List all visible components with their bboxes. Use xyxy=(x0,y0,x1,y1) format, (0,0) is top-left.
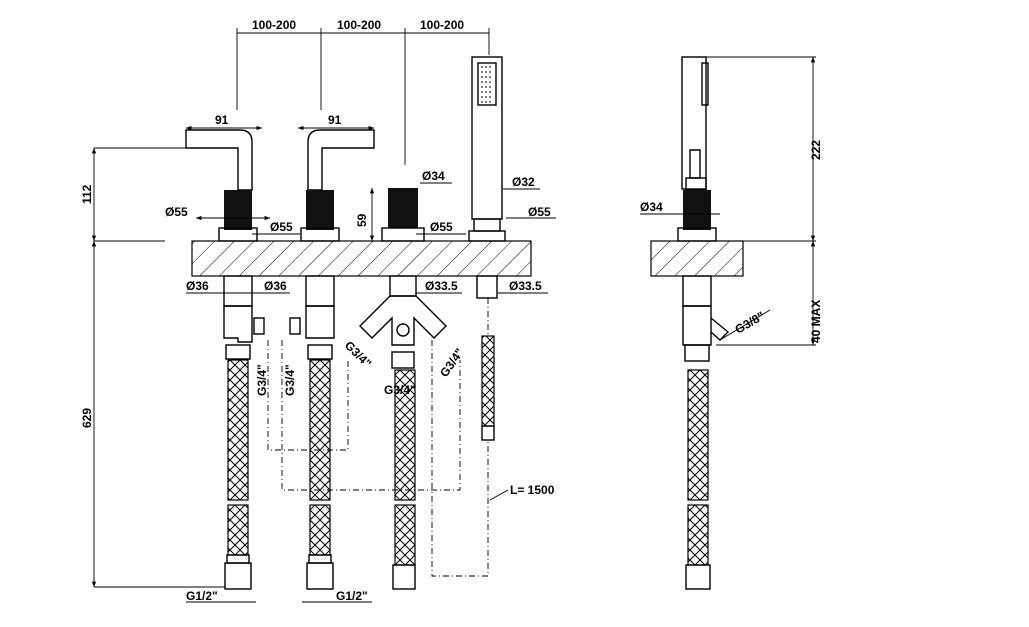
dia-55-left: Ø55 xyxy=(165,205,188,219)
thread-g34-right: G3/4" xyxy=(283,364,297,396)
dia-33-5-shower: Ø33.5 xyxy=(509,279,542,293)
dia-36-right: Ø36 xyxy=(264,279,287,293)
thread-g38: G3/8" xyxy=(733,309,767,337)
dia-34-diverter: Ø34 xyxy=(422,169,445,183)
side-max: 40 MAX xyxy=(809,300,823,343)
total-height: 629 xyxy=(80,408,94,428)
side-dia-34: Ø34 xyxy=(640,200,663,214)
dia-55-middle: Ø55 xyxy=(270,220,293,234)
handle-width-right: 91 xyxy=(328,113,342,127)
right-valve xyxy=(289,129,375,590)
front-view: 100-200 100-200 100-200 91 91 xyxy=(80,18,556,603)
side-view: 222 Ø34 40 MAX G3/8" xyxy=(640,56,823,590)
thread-g12-right: G1/2" xyxy=(336,589,368,603)
dia-33-5-diverter: Ø33.5 xyxy=(425,279,458,293)
height-above-deck: 112 xyxy=(80,184,94,204)
dia-32-shower: Ø32 xyxy=(512,175,535,189)
body-height: 59 xyxy=(355,213,369,227)
left-valve xyxy=(185,129,265,590)
thread-g34-diverter-left: G3/4" xyxy=(342,338,374,370)
handle-width-left: 91 xyxy=(215,113,229,127)
spacing-label-1: 100-200 xyxy=(252,18,296,32)
deck-section xyxy=(191,240,532,277)
deck-section-side xyxy=(650,240,744,277)
hand-shower xyxy=(468,56,506,441)
thread-g34-diverter-bottom: G3/4" xyxy=(384,383,416,397)
dia-55-shower: Ø55 xyxy=(528,205,551,219)
spacing-dimension: 100-200 100-200 100-200 xyxy=(236,18,490,165)
thread-g34-left: G3/4" xyxy=(255,364,269,396)
side-height: 222 xyxy=(809,140,823,160)
spacing-label-3: 100-200 xyxy=(420,18,464,32)
thread-g12-left: G1/2" xyxy=(186,589,218,603)
hidden-lines xyxy=(267,340,489,577)
thread-g34-diverter-right: G3/4" xyxy=(437,346,467,380)
dia-36-left: Ø36 xyxy=(186,279,209,293)
dia-55-diverter: Ø55 xyxy=(430,220,453,234)
diverter xyxy=(359,188,447,590)
spacing-label-2: 100-200 xyxy=(337,18,381,32)
hose-length: L= 1500 xyxy=(510,483,555,497)
